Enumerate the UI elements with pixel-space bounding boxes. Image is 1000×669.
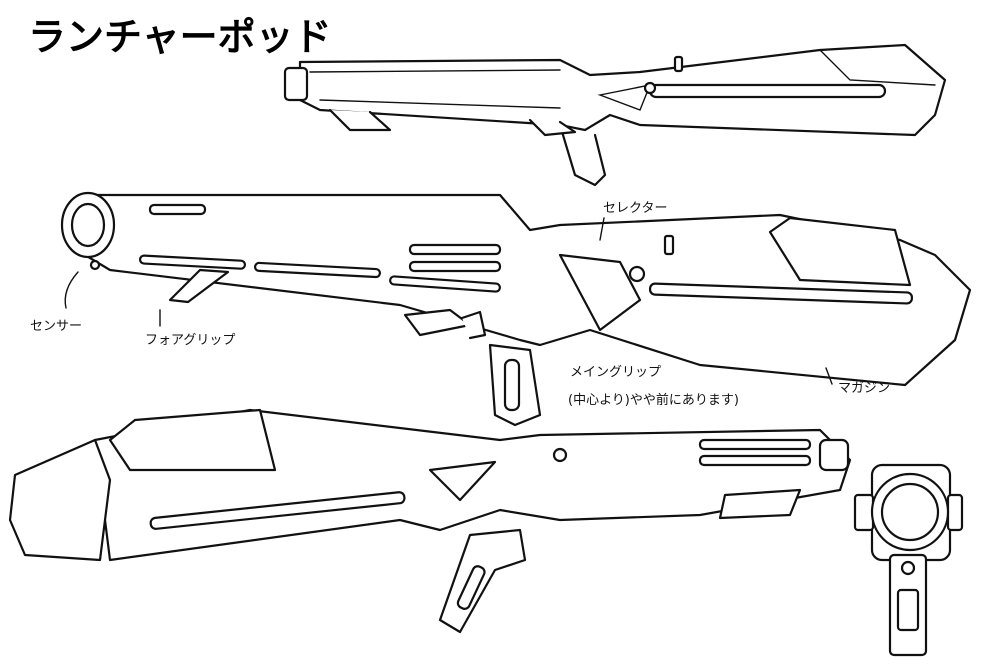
sheet-title: ランチャーポッド (28, 15, 332, 59)
launcher-side-view-main (60, 191, 972, 427)
launcher-side-view-top (283, 43, 947, 187)
launcher-front-view (853, 463, 964, 657)
selector-leader-line (599, 217, 605, 241)
label-sensor: センサー (30, 319, 82, 334)
label-selector: セレクター (603, 201, 667, 216)
label-main-grip-note: (中心より)やや前にあります) (568, 392, 739, 408)
magazine-leader-line (825, 367, 833, 385)
label-magazine: マガジン (838, 381, 890, 396)
launcher-side-view-mirrored (8, 408, 852, 634)
sensor-leader-line (64, 271, 79, 309)
label-foregrip: フォアグリップ (145, 333, 235, 348)
label-main-grip: メイングリップ (570, 365, 661, 380)
